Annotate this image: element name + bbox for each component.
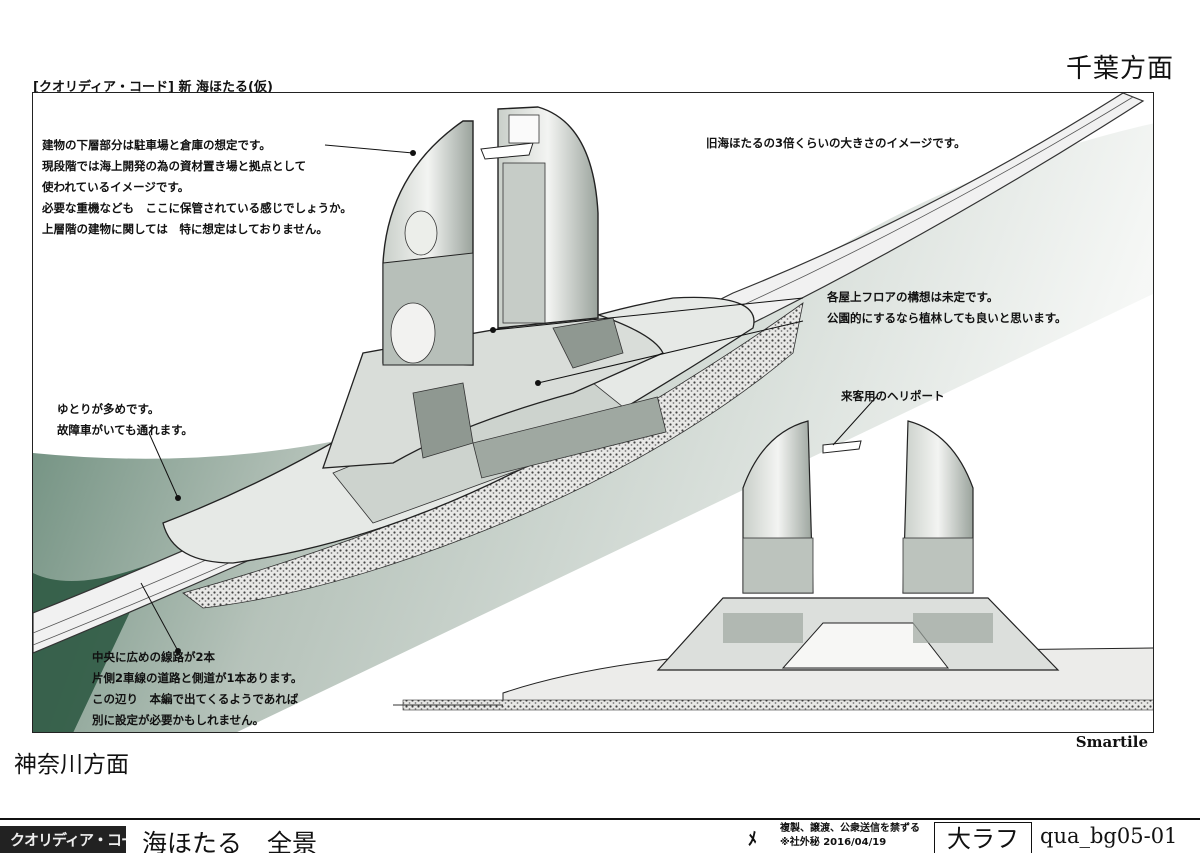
brand-mark: Smartile <box>1075 733 1148 751</box>
illustration-frame: 建物の下層部分は駐車場と倉庫の想定です。 現段階では海上開発の為の資材置き場と拠… <box>32 92 1154 733</box>
front-elevation <box>393 394 1153 711</box>
stage-label: 大ラフ <box>934 822 1032 853</box>
note-heliport: 来客用のヘリポート <box>841 389 945 403</box>
note-rail: 中央に広めの線路が2本 片側2車線の道路と側道が1本あります。 この辺り 本編で… <box>92 650 303 727</box>
container-block <box>472 396 667 479</box>
note-lower-building: 建物の下層部分は駐車場と倉庫の想定です。 現段階では海上開発の為の資材置き場と拠… <box>42 138 352 236</box>
sheet-title: [クオリディア・コード] 新 海ほたる(仮) <box>33 80 273 95</box>
heliport-pad-left-view <box>480 142 534 160</box>
copyright-icon: ﾒ <box>748 829 757 850</box>
harbor-facility-illustration <box>33 93 1153 732</box>
heliport-pad <box>822 440 862 454</box>
title-block: クオリディア・コード 海ほたる 全景 ﾒ 複製、譲渡、公衆送信を禁ずる ※社外秘… <box>0 818 1200 853</box>
sheet-code: qua_bg05-01 <box>1040 824 1178 848</box>
scene-title: 海ほたる 全景 <box>142 829 318 853</box>
note-shoulder: ゆとりが多めです。 故障車がいても通れます。 <box>57 402 193 437</box>
direction-label-kanagawa: 神奈川方面 <box>14 752 129 778</box>
series-logo: クオリディア・コード <box>0 826 126 853</box>
direction-label-chiba: 千葉方面 <box>1065 54 1174 84</box>
leader-lines <box>140 144 804 652</box>
note-size: 旧海ほたるの3倍くらいの大きさのイメージです。 <box>706 136 966 150</box>
note-roof: 各屋上フロアの構想は未定です。 公園的にするなら植林しても良いと思います。 <box>827 290 1067 325</box>
rights-notice: 複製、譲渡、公衆送信を禁ずる ※社外秘 2016/04/19 <box>780 823 920 848</box>
